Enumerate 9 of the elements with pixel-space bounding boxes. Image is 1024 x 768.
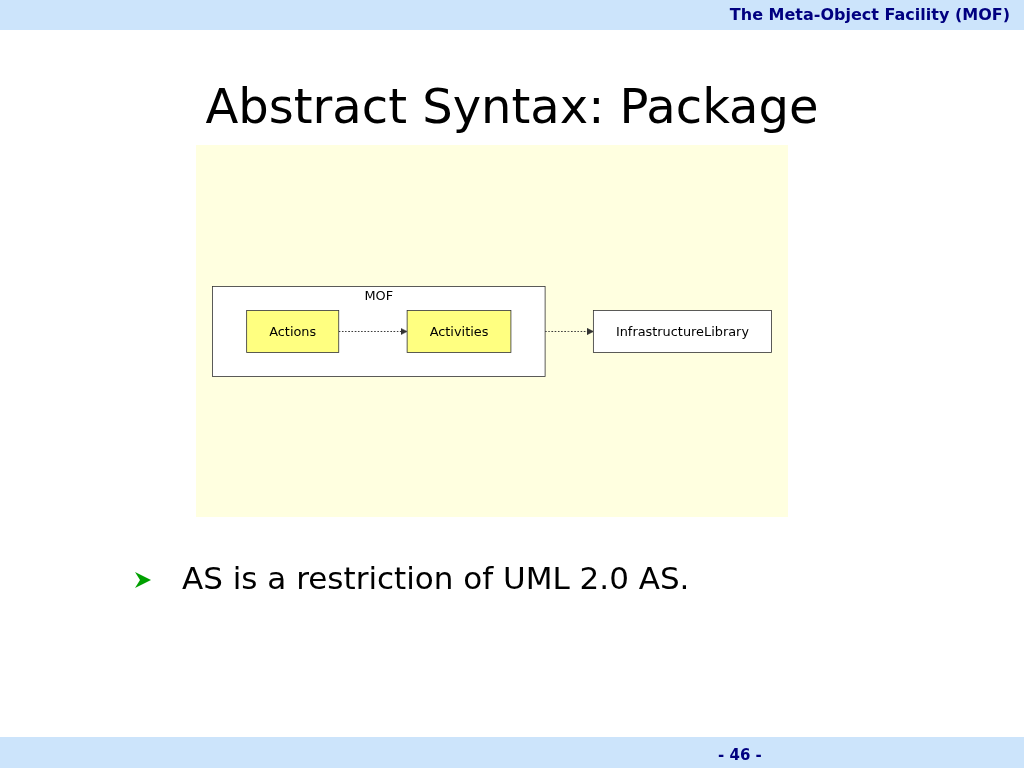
cluster <box>212 285 546 377</box>
node-box <box>593 309 772 353</box>
node-box <box>246 309 340 353</box>
header-text: The Meta-Object Facility (MOF) <box>729 5 1010 24</box>
bullet-text: AS is a restriction of UML 2.0 AS. <box>182 560 690 596</box>
page-number: - 46 - <box>718 746 762 764</box>
diagram-panel: MOF Actions Activities InfrastructureLibrary <box>196 145 788 517</box>
node-box <box>406 309 512 353</box>
slide-title: Abstract Syntax: Package <box>204 78 820 134</box>
